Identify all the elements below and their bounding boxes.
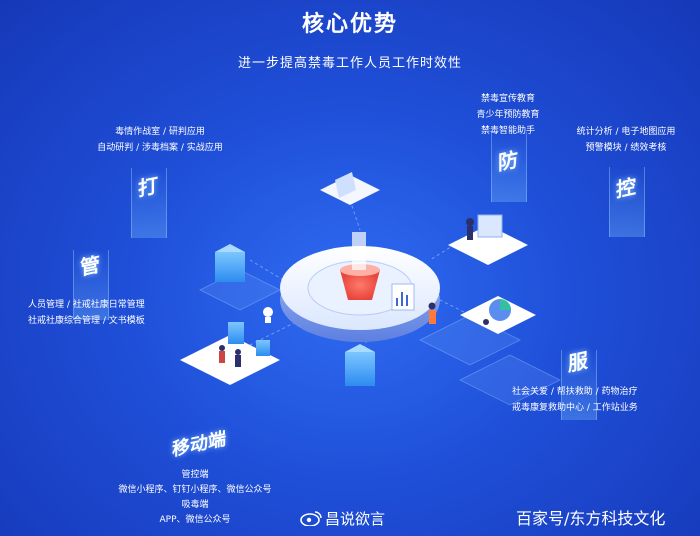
mobile-item: 微信小程序、钉钉小程序、微信公众号	[118, 485, 272, 495]
robot-icon	[263, 307, 273, 323]
fang-item: 禁毒智能助手	[480, 126, 535, 136]
fang-items: 禁毒宣传教育 青少年预防教育 禁毒智能助手	[448, 91, 568, 139]
label-guan: 管	[80, 251, 100, 281]
da-item: 毒情作战室 / 研判应用	[115, 127, 205, 137]
mobile-item: 管控端	[181, 470, 209, 480]
mobile-item: APP、微信公众号	[159, 515, 231, 525]
da-items: 毒情作战室 / 研判应用 自动研判 / 涉毒档案 / 实战应用	[60, 124, 260, 156]
beam-guan	[73, 250, 109, 320]
fu-item: 社会关爱 / 帮扶救助 / 药物治疗	[512, 387, 638, 397]
person-icon	[448, 214, 528, 265]
weibo-name: 昌说欲言	[325, 510, 386, 528]
mobile-items: 管控端 微信小程序、钉钉小程序、微信公众号 吸毒端 APP、微信公众号	[90, 468, 300, 528]
laptop-icon	[320, 172, 380, 205]
weibo-icon	[300, 511, 322, 526]
mobile-item: 吸毒端	[181, 500, 209, 510]
server-icon	[180, 244, 280, 385]
label-fu: 服	[568, 347, 588, 377]
guan-items: 人员管理 / 社戒社康日常管理 社戒社康综合管理 / 文书模板	[28, 297, 145, 329]
label-da: 打	[138, 172, 158, 202]
fang-item: 青少年预防教育	[476, 110, 540, 120]
weibo-watermark: 昌说欲言	[300, 508, 385, 529]
beam-kong	[609, 167, 645, 237]
label-fang: 防	[498, 146, 518, 176]
kong-item: 预警模块 / 绩效考核	[585, 143, 667, 153]
da-item: 自动研判 / 涉毒档案 / 实战应用	[97, 143, 223, 153]
fu-items: 社会关爱 / 帮扶救助 / 药物治疗 戒毒康复救助中心 / 工作站业务	[512, 384, 638, 416]
label-kong: 控	[616, 173, 636, 203]
fang-item: 禁毒宣传教育	[480, 94, 535, 104]
kong-item: 统计分析 / 电子地图应用	[576, 127, 676, 137]
central-platform	[280, 232, 440, 342]
guan-item: 人员管理 / 社戒社康日常管理	[28, 300, 145, 310]
guan-item: 社戒社康综合管理 / 文书模板	[28, 316, 145, 326]
page-subtitle: 进一步提高禁毒工作人员工作时效性	[237, 56, 462, 71]
baijiahao-watermark: 百家号/东方科技文化	[516, 509, 666, 528]
page-title: 核心优势	[301, 12, 398, 37]
kong-items: 统计分析 / 电子地图应用 预警模块 / 绩效考核	[560, 124, 692, 156]
beam-da	[131, 168, 167, 238]
fu-item: 戒毒康复救助中心 / 工作站业务	[512, 403, 638, 413]
pie-chart-icon	[460, 296, 536, 334]
beam-fu	[561, 350, 597, 420]
beam-fang	[491, 132, 527, 202]
